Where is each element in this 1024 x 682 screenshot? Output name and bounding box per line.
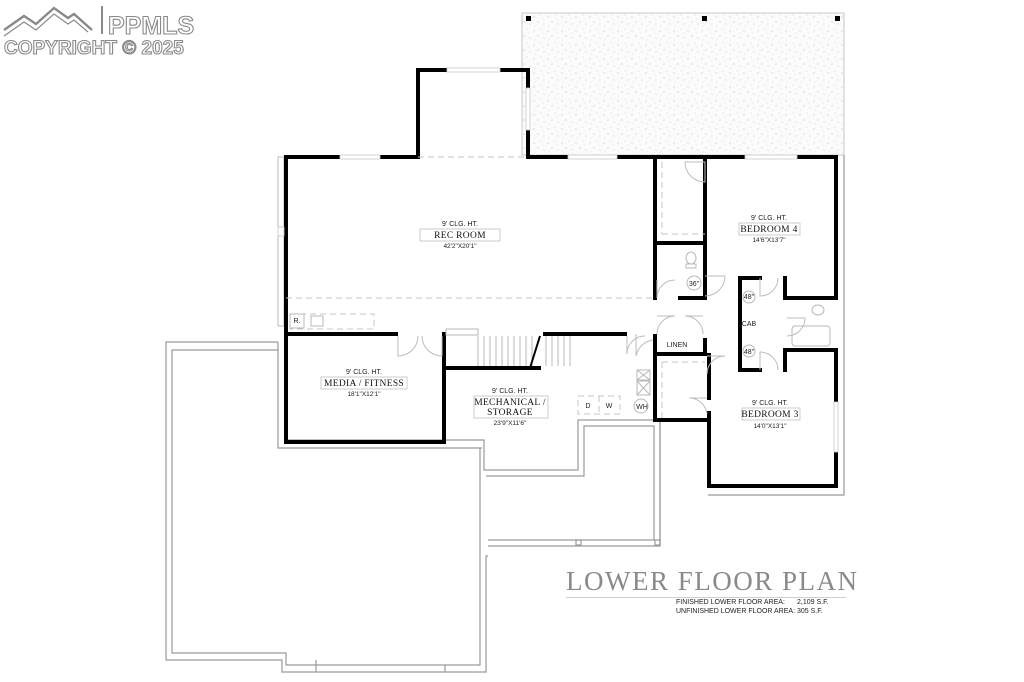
svg-text:STORAGE: STORAGE: [487, 408, 533, 418]
washer-label: W: [606, 403, 613, 410]
unfinished-area-row: UNFINISHED LOWER FLOOR AREA: 305 S.F.: [676, 607, 852, 616]
svg-text:9' CLG. HT.: 9' CLG. HT.: [492, 388, 528, 395]
room-label-media-fitness: 9' CLG. HT. MEDIA / FITNESS 18'1"X12'1": [320, 369, 408, 398]
copyright-text: COPYRIGHT © 2025: [4, 38, 184, 59]
water-heater-icon: [633, 398, 649, 414]
finished-area-row: FINISHED LOWER FLOOR AREA: 2,109 S.F.: [676, 598, 852, 607]
svg-text:9' CLG. HT.: 9' CLG. HT.: [751, 215, 787, 222]
mountain-logo-icon: [3, 6, 103, 37]
doors: [397, 161, 806, 415]
ppmls-watermark: PPMLS COPYRIGHT © 2025: [3, 6, 195, 60]
post-icon: [702, 16, 707, 21]
svg-text:9' CLG. HT.: 9' CLG. HT.: [752, 400, 788, 407]
covered-patio: [521, 12, 845, 156]
range-label: R.: [294, 318, 301, 325]
range-icon: [289, 313, 305, 329]
svg-text:REC ROOM: REC ROOM: [434, 231, 486, 241]
windows: [277, 67, 839, 453]
room-label-mechanical-storage: 9' CLG. HT. MECHANICAL / STORAGE 23'9"X1…: [473, 388, 549, 427]
svg-text:BEDROOM 4: BEDROOM 4: [740, 225, 797, 235]
plan-title: LOWER FLOOR PLAN: [566, 566, 859, 596]
shower-36-label: 36": [689, 281, 700, 288]
sink-icon: [310, 315, 324, 327]
svg-text:14'0"X13'1": 14'0"X13'1": [753, 423, 787, 430]
post-icon: [835, 16, 840, 21]
ppmls-brand: PPMLS: [108, 12, 194, 40]
svg-text:9' CLG. HT.: 9' CLG. HT.: [442, 221, 478, 228]
title-block: LOWER FLOOR PLAN FINISHED LOWER FLOOR AR…: [566, 566, 859, 616]
shower-48-bottom-label: 48": [744, 349, 755, 356]
unexcavated-area: [165, 341, 661, 673]
room-label-bedroom-4: 9' CLG. HT. BEDROOM 4 14'6"X13'7": [738, 215, 801, 244]
cabinet-label: CAB: [742, 321, 757, 328]
svg-text:MECHANICAL /: MECHANICAL /: [474, 398, 546, 408]
svg-text:14'6"X13'7": 14'6"X13'7": [752, 237, 786, 244]
svg-text:18'1"X12'1": 18'1"X12'1": [347, 391, 381, 398]
unfinished-area-value: 305 S.F.: [797, 608, 823, 615]
finished-area-value: 2,109 S.F.: [797, 599, 829, 606]
linen-label: LINEN: [667, 342, 688, 349]
post-icon: [526, 16, 531, 21]
walls: [284, 68, 838, 488]
furnace-icon: [636, 380, 651, 396]
finished-area-label: FINISHED LOWER FLOOR AREA:: [676, 599, 785, 606]
room-label-bedroom-3: 9' CLG. HT. BEDROOM 3 14'0"X13'1": [741, 400, 801, 430]
svg-text:23'9"X11'6": 23'9"X11'6": [494, 420, 527, 427]
svg-text:9' CLG. HT.: 9' CLG. HT.: [346, 369, 382, 376]
title-divider: [566, 597, 846, 598]
svg-text:42'2"X20'1": 42'2"X20'1": [443, 243, 477, 250]
toilet-icon: [685, 251, 697, 265]
bathtub-icon: [791, 325, 831, 347]
fixtures: [289, 251, 831, 414]
toilet-icon: [811, 304, 825, 316]
water-heater-label: WH: [636, 404, 648, 411]
svg-text:BEDROOM 3: BEDROOM 3: [741, 410, 798, 420]
shower-48-top-label: 48": [744, 294, 755, 301]
stairs: [445, 328, 571, 369]
dryer-label: D: [585, 403, 590, 410]
room-label-rec-room: 9' CLG. HT. REC ROOM 42'2"X20'1": [419, 221, 501, 250]
unfinished-area-label: UNFINISHED LOWER FLOOR AREA:: [676, 608, 796, 615]
svg-text:MEDIA / FITNESS: MEDIA / FITNESS: [324, 379, 404, 389]
